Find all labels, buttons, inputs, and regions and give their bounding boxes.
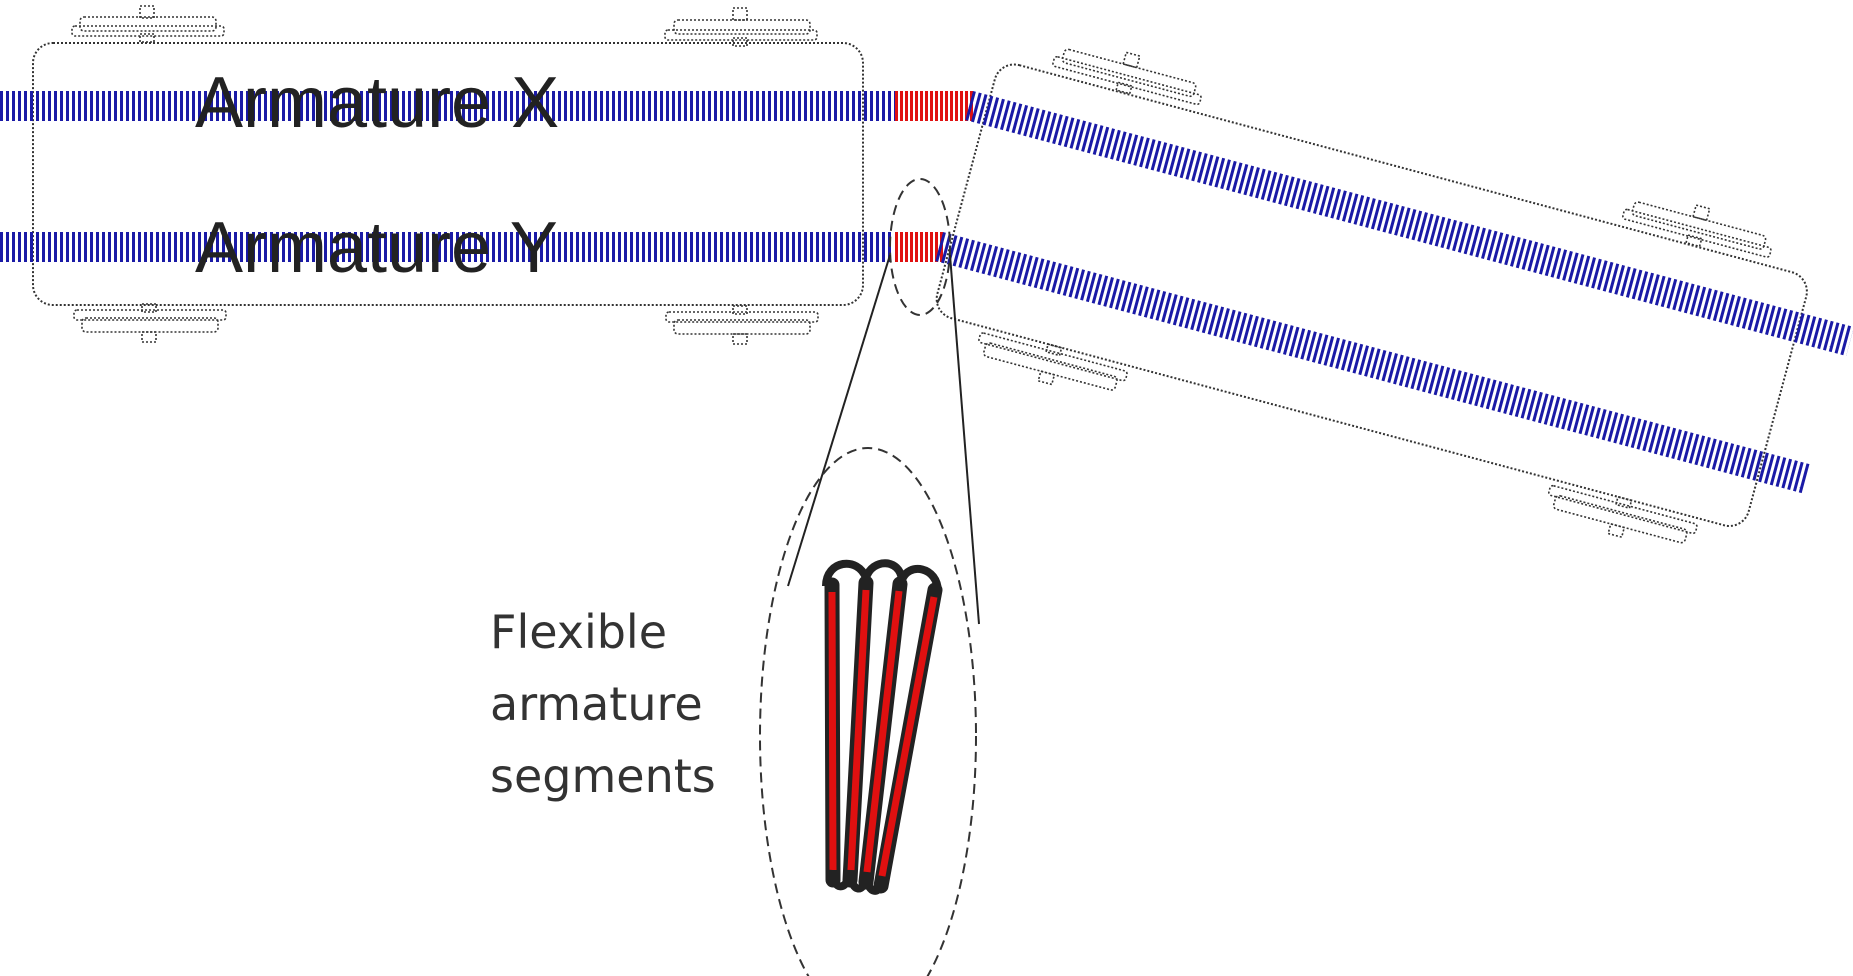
flexible-segments-detail bbox=[822, 559, 943, 895]
left-vehicle-wheel-bottom-1 bbox=[73, 303, 227, 343]
right-vehicle-wheel-top-2 bbox=[1622, 201, 1772, 258]
zoom-ellipse bbox=[759, 447, 977, 976]
armature-x-label: Armature X bbox=[195, 63, 559, 143]
segment-rod-1 bbox=[824, 577, 841, 888]
armature-x-left bbox=[0, 91, 895, 121]
zoom-leader-left bbox=[787, 254, 891, 587]
armature-y-right bbox=[935, 232, 1811, 494]
right-vehicle-wheel-bottom-1 bbox=[978, 332, 1128, 391]
segment-rod-2 bbox=[842, 575, 874, 888]
segment-bottom-loops bbox=[829, 869, 886, 895]
joint-highlight-ellipse bbox=[889, 178, 951, 316]
right-vehicle-body bbox=[935, 63, 1808, 527]
armature-y-label: Armature Y bbox=[195, 208, 558, 288]
right-vehicle bbox=[935, 48, 1808, 544]
armature-x-right bbox=[965, 91, 1853, 357]
segment-top-loops bbox=[822, 559, 942, 593]
segment-rod-4 bbox=[873, 582, 943, 894]
flexible-label-line1: Flexible bbox=[490, 605, 667, 659]
left-vehicle bbox=[32, 5, 864, 345]
flexible-label-line3: segments bbox=[490, 749, 716, 803]
left-vehicle-wheel-top-2 bbox=[664, 7, 818, 47]
right-vehicle-wheel-top-1 bbox=[1052, 48, 1202, 106]
segment-rod-3 bbox=[858, 576, 908, 890]
left-vehicle-wheel-bottom-2 bbox=[665, 305, 819, 345]
armature-y-left bbox=[0, 232, 893, 262]
armature-x-flexible-segment bbox=[895, 91, 973, 121]
right-vehicle-wheel-bottom-2 bbox=[1548, 484, 1698, 544]
zoom-leader-right bbox=[949, 254, 980, 625]
flexible-label-line2: armature bbox=[490, 677, 703, 731]
left-vehicle-wheel-top-1 bbox=[71, 5, 225, 43]
left-vehicle-body bbox=[32, 42, 864, 306]
armature-y-flexible-segment bbox=[893, 232, 943, 262]
